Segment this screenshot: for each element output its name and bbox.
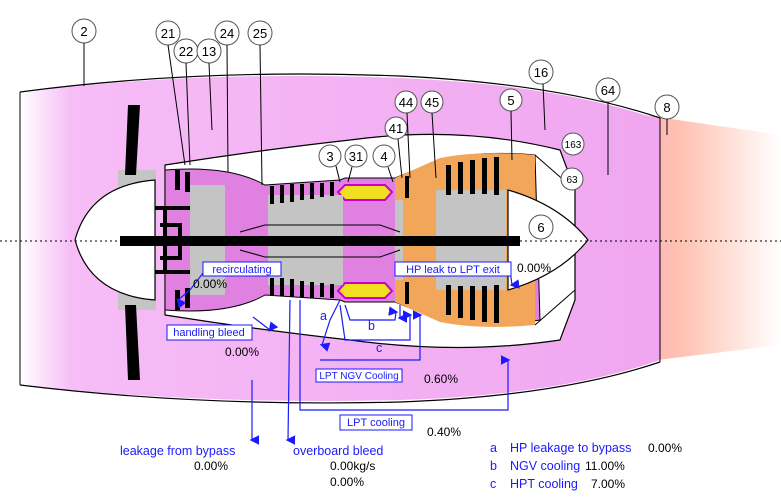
hp-shaft: [239, 224, 401, 233]
legend-b-label: NGV cooling: [510, 459, 580, 473]
leakage-from-bypass-value: 0.00%: [194, 459, 228, 473]
legend-a-value: 0.00%: [648, 441, 682, 455]
hp-shaft-lower: [239, 249, 401, 258]
station-64: 64: [595, 77, 621, 175]
svg-text:LPT cooling: LPT cooling: [347, 417, 405, 429]
legend-c-label: HPT cooling: [510, 477, 578, 491]
lpt-ngv-cooling-value: 0.60%: [424, 372, 458, 386]
svg-text:31: 31: [349, 149, 363, 164]
svg-text:24: 24: [220, 26, 234, 41]
nacelle-outline: [19, 73, 661, 119]
station-21: 21: [155, 20, 186, 166]
leakage-from-bypass-label: leakage from bypass: [120, 444, 235, 458]
flow-b-label: b: [368, 319, 375, 333]
station-13: 13: [196, 38, 222, 131]
turbine-blades-upper: [405, 157, 499, 198]
handling-bleed-box: handling bleed: [166, 324, 253, 341]
flow-c-label: c: [376, 341, 382, 355]
legend-b-value: 11.00%: [585, 459, 625, 473]
fan-hub-frame: [155, 206, 190, 274]
lpt-cooling-box: LPT cooling: [339, 414, 413, 431]
legend-a-label: HP leakage to bypass: [510, 441, 631, 455]
station-4: 4: [372, 144, 396, 183]
station-45: 45: [420, 90, 444, 179]
svg-text:41: 41: [389, 121, 403, 136]
svg-text:8: 8: [663, 100, 670, 115]
svg-text:13: 13: [202, 44, 216, 59]
fan-blade-upper: [125, 105, 140, 175]
svg-text:25: 25: [253, 26, 267, 41]
combustor-lower: [336, 282, 394, 299]
overboard-bleed-pct: 0.00%: [330, 475, 364, 489]
combustor: [336, 184, 394, 201]
station-44: 44: [394, 90, 418, 179]
overboard-bleed-flow: 0.00kg/s: [330, 459, 375, 473]
legend-a-key: a: [490, 441, 497, 455]
svg-text:6: 6: [537, 220, 544, 235]
station-2: 2: [71, 18, 97, 86]
hp-leak-value: 0.00%: [517, 261, 551, 275]
legend: a HP leakage to bypass 0.00% b NGV cooli…: [490, 441, 682, 491]
svg-text:64: 64: [601, 83, 615, 98]
recirculating-value: 0.00%: [193, 277, 227, 291]
lpt-ngv-cooling-box: LPT NGV Cooling: [315, 368, 403, 383]
svg-text:63: 63: [566, 175, 578, 186]
svg-text:2: 2: [80, 24, 87, 39]
svg-text:163: 163: [565, 140, 582, 151]
svg-text:16: 16: [534, 65, 548, 80]
station-5: 5: [499, 88, 523, 161]
handling-bleed-value: 0.00%: [225, 345, 259, 359]
svg-text:4: 4: [380, 149, 387, 164]
hpc-blades-upper: [270, 182, 334, 204]
flow-a-label: a: [320, 309, 327, 323]
nacelle-outline-lower: [19, 361, 661, 404]
tail-cone: [507, 189, 589, 291]
station-31: 31: [344, 144, 368, 183]
hp-leak-box: HP leak to LPT exit: [394, 261, 512, 277]
legend-b-key: b: [490, 459, 497, 473]
station-41: 41: [384, 116, 408, 179]
hpc-blades-lower: [270, 278, 334, 298]
svg-text:22: 22: [179, 44, 193, 59]
svg-text:45: 45: [425, 95, 439, 110]
recirculating-box: recirculating: [202, 261, 282, 277]
svg-text:recirculating: recirculating: [212, 264, 271, 276]
station-163: 163: [561, 132, 585, 156]
flow-arrows: [176, 263, 520, 445]
svg-text:LPT NGV Cooling: LPT NGV Cooling: [319, 371, 398, 382]
svg-text:44: 44: [399, 95, 413, 110]
station-22: 22: [173, 38, 199, 166]
svg-text:5: 5: [507, 93, 514, 108]
lpt-cooling-value: 0.40%: [427, 425, 461, 439]
fan-blade-lower: [125, 305, 140, 380]
station-8: 8: [654, 94, 680, 135]
station-16: 16: [528, 59, 554, 131]
svg-text:21: 21: [161, 26, 175, 41]
station-25: 25: [247, 20, 273, 186]
station-63: 63: [560, 167, 584, 191]
turbine-blades-lower: [405, 282, 499, 323]
station-markers: 2 21 22 13 24 25 3 31 4 41 44 45 5 16 64…: [71, 18, 680, 240]
svg-text:handling bleed: handling bleed: [173, 327, 245, 339]
legend-c-value: 7.00%: [591, 477, 625, 491]
station-6: 6: [528, 214, 554, 240]
station-3: 3: [318, 144, 342, 183]
overboard-bleed-label: overboard bleed: [293, 444, 383, 458]
svg-text:3: 3: [326, 149, 333, 164]
station-24: 24: [214, 20, 240, 173]
legend-c-key: c: [490, 477, 496, 491]
svg-text:HP leak to LPT exit: HP leak to LPT exit: [406, 264, 500, 276]
